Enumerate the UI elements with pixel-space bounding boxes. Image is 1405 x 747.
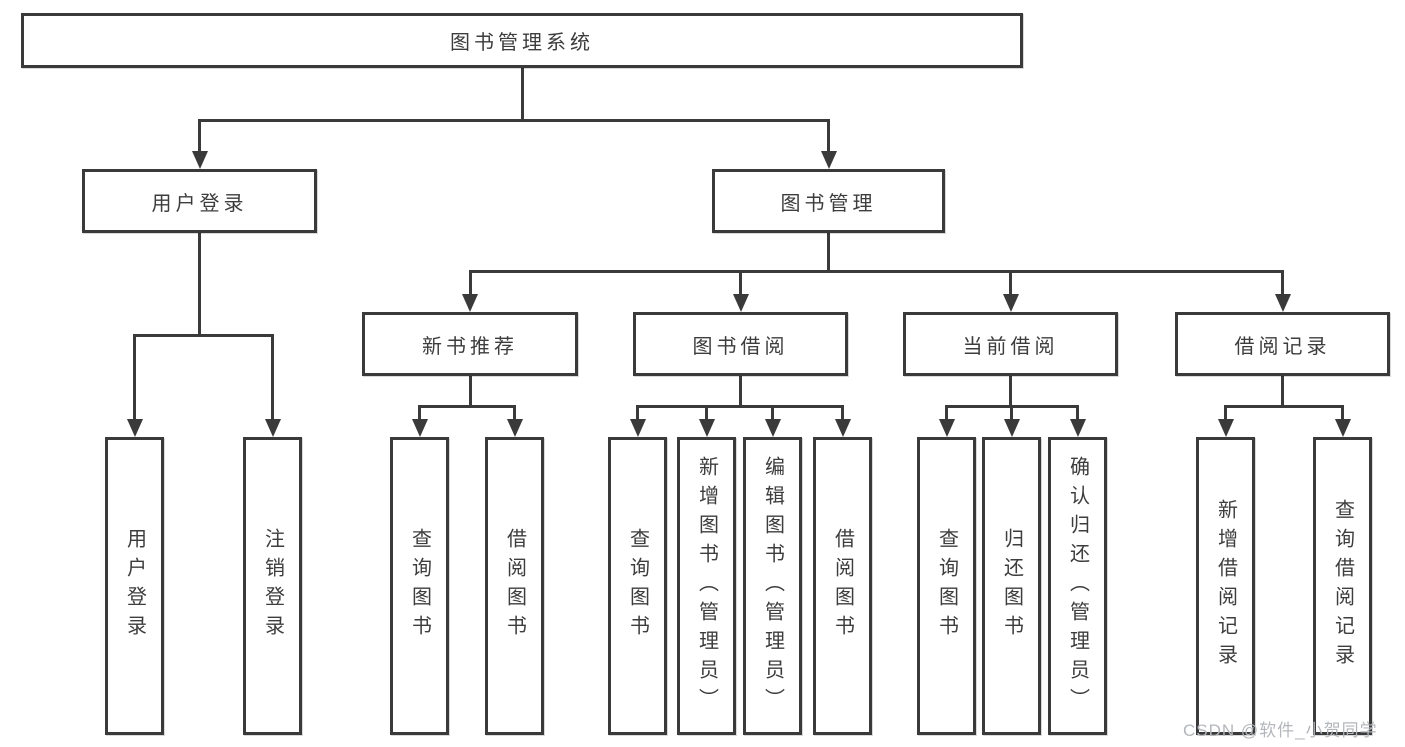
arrow-down-icon: [698, 419, 715, 437]
connector-line: [636, 405, 844, 408]
arrow-down-icon: [938, 419, 955, 437]
node-borrowing-records: 借阅记录: [1175, 312, 1390, 376]
connector-line: [771, 406, 774, 422]
arrow-down-icon: [1334, 419, 1351, 437]
connector-line: [739, 376, 742, 408]
connector-line: [1341, 406, 1344, 422]
leaf-add-book-admin: 新增图书（管理员）: [677, 437, 736, 735]
arrow-down-icon: [820, 151, 837, 169]
arrow-down-icon: [1274, 294, 1291, 312]
connector-line: [513, 406, 516, 422]
arrow-down-icon: [126, 419, 143, 437]
arrow-down-icon: [506, 419, 523, 437]
leaf-user-login: 用户登录: [105, 437, 164, 735]
node-book-borrowing: 图书借阅: [633, 312, 848, 376]
arrow-down-icon: [1003, 419, 1020, 437]
connector-line: [468, 270, 1284, 273]
arrow-down-icon: [834, 419, 851, 437]
node-new-book-recommend: 新书推荐: [362, 312, 578, 376]
connector-line: [198, 233, 201, 336]
connector-line: [418, 406, 421, 422]
arrow-down-icon: [1002, 294, 1019, 312]
connector-line: [1224, 406, 1227, 422]
connector-line: [1009, 376, 1012, 408]
leaf-query-books-recommend: 查询图书: [390, 437, 449, 735]
leaf-return-book: 归还图书: [982, 437, 1041, 735]
arrow-down-icon: [264, 419, 281, 437]
connector-line: [133, 334, 274, 337]
arrow-down-icon: [191, 151, 208, 169]
connector-line: [705, 406, 708, 422]
node-book-management: 图书管理: [712, 169, 945, 233]
connector-line: [468, 376, 472, 408]
leaf-edit-book-admin: 编辑图书（管理员）: [743, 437, 802, 735]
arrow-down-icon: [462, 294, 478, 312]
leaf-query-borrow-record: 查询借阅记录: [1313, 437, 1372, 735]
csdn-watermark: CSDN @软件_小贺同学: [1183, 721, 1378, 740]
connector-line: [198, 119, 830, 122]
connector-line: [133, 335, 136, 422]
arrow-down-icon: [1069, 419, 1086, 437]
node-root: 图书管理系统: [21, 13, 1023, 68]
connector-line: [827, 233, 830, 272]
connector-line: [945, 406, 948, 422]
connector-line: [1281, 271, 1284, 297]
connector-line: [468, 271, 472, 297]
node-current-borrowing: 当前借阅: [903, 312, 1118, 376]
node-user-login: 用户登录: [82, 169, 317, 233]
leaf-add-borrow-record: 新增借阅记录: [1196, 437, 1255, 735]
arrow-down-icon: [629, 419, 646, 437]
connector-line: [1076, 406, 1079, 422]
connector-line: [418, 405, 516, 408]
arrow-down-icon: [764, 419, 781, 437]
connector-line: [636, 406, 639, 422]
arrow-down-icon: [411, 419, 428, 437]
leaf-query-books-current: 查询图书: [917, 437, 976, 735]
arrow-down-icon: [732, 294, 749, 312]
connector-line: [198, 120, 201, 154]
connector-line: [1010, 406, 1013, 422]
connector-line: [827, 120, 830, 154]
connector-line: [1281, 376, 1284, 408]
leaf-borrow-books-recommend: 借阅图书: [485, 437, 544, 735]
arrow-down-icon: [1217, 419, 1234, 437]
leaf-borrow-books-borrowing: 借阅图书: [813, 437, 872, 735]
connector-line: [520, 68, 524, 121]
connector-line: [1009, 271, 1012, 297]
leaf-logout: 注销登录: [243, 437, 302, 735]
leaf-confirm-return-admin: 确认归还（管理员）: [1048, 437, 1107, 735]
connector-line: [841, 406, 844, 422]
leaf-query-books-borrowing: 查询图书: [608, 437, 667, 735]
connector-line: [739, 271, 742, 297]
connector-line: [271, 335, 274, 422]
connector-line: [1224, 405, 1344, 408]
